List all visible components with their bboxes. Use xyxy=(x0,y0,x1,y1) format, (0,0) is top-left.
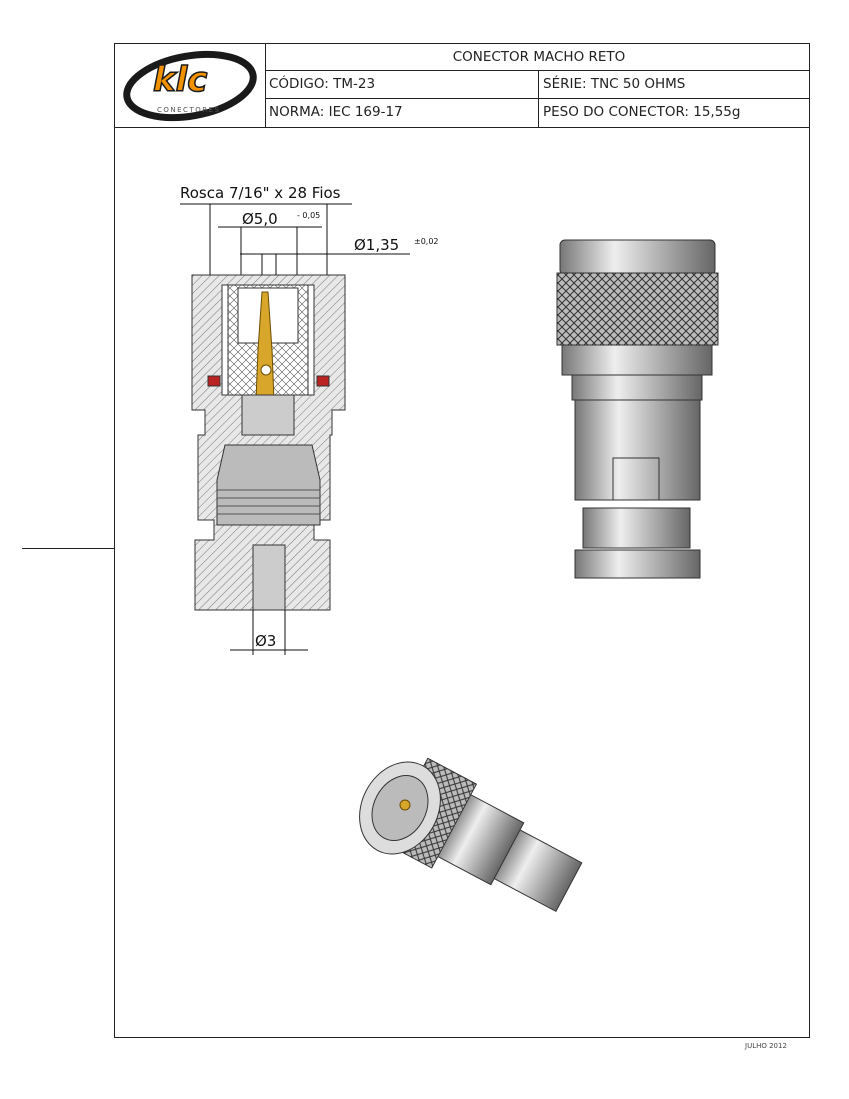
section-view: Rosca 7/16" x 28 Fios Ø5,0 - 0,05 Ø1,35 … xyxy=(180,184,439,655)
date-label: JULHO 2012 xyxy=(745,1042,787,1050)
peso: PESO DO CONECTOR: 15,55g xyxy=(543,104,741,120)
klc-logo: klc CONECTORES xyxy=(115,44,266,127)
diameter-135-tolerance: ±0,02 xyxy=(414,237,439,246)
svg-text:CONECTORES: CONECTORES xyxy=(157,106,220,114)
drawing-frame: klc CONECTORES CONECTOR MACHO RETO CÓDIG… xyxy=(114,43,810,1038)
diameter-5-label: Ø5,0 xyxy=(242,210,278,228)
side-view xyxy=(556,239,719,579)
diameter-3-label: Ø3 xyxy=(255,632,276,650)
thread-dimension: Rosca 7/16" x 28 Fios xyxy=(180,184,341,202)
document-title: CONECTOR MACHO RETO xyxy=(265,44,809,71)
serie: SÉRIE: TNC 50 OHMS xyxy=(539,71,809,99)
title-block: klc CONECTORES CONECTOR MACHO RETO CÓDIG… xyxy=(115,44,809,128)
isometric-view xyxy=(359,757,583,913)
svg-text:klc: klc xyxy=(153,60,207,100)
diameter-5-tolerance: - 0,05 xyxy=(297,211,320,220)
norma: NORMA: IEC 169-17 xyxy=(265,99,539,127)
margin-line xyxy=(22,548,114,549)
diameter-135-label: Ø1,35 xyxy=(354,236,399,254)
codigo: CÓDIGO: TM-23 xyxy=(265,71,539,99)
